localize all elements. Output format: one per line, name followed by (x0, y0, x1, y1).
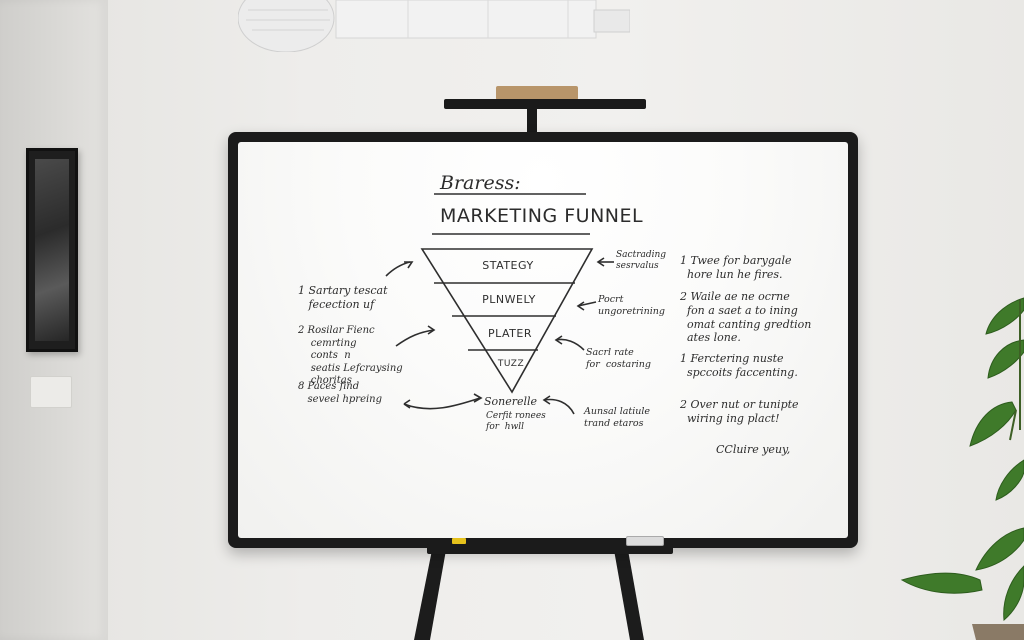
marker-tray (427, 544, 673, 554)
wall-photo-frame (26, 148, 78, 352)
funnel-stage-3: PLATER (488, 327, 532, 340)
right-note-1: Sactrading sesrvalus (616, 250, 667, 272)
right-note-4: Aunsal latiule trand etaros (584, 406, 651, 429)
left-note-2: 2 Rosilar Fienc cemrting conts n seatis … (298, 325, 403, 386)
right-note-3: Sacrl rate for costaring (586, 347, 651, 370)
left-note-1: 1 Sartary tescat fecection uf (298, 284, 388, 311)
board-heading: Braress: (440, 172, 521, 194)
far-right-note-4: 2 Over nut or tunipte wiring ing plact! (680, 398, 799, 425)
board-title: MARKETING FUNNEL (440, 205, 644, 227)
board-lamp (444, 99, 646, 109)
yellow-marker (452, 538, 466, 544)
board-eraser (626, 536, 664, 546)
signature: CCluire yeuy, (716, 443, 791, 456)
wall-photo (35, 159, 69, 341)
funnel-stage-4: TUZZ (497, 359, 525, 369)
right-note-2: Pocrt ungoretrining (598, 294, 665, 317)
light-switch-plate (30, 376, 72, 408)
lamp-mount (496, 86, 578, 100)
funnel-stage-2: PLNWELY (482, 293, 536, 306)
lamp-stem (527, 108, 537, 136)
far-right-note-1: 1 Twee for barygale hore lun he fires. (680, 254, 792, 281)
funnel-stage-1: STATEGY (482, 259, 534, 272)
ceiling-duct (238, 0, 630, 52)
whiteboard (238, 142, 848, 538)
far-right-note-3: 1 Ferctering nuste spccoits faccenting. (680, 352, 798, 379)
far-right-note-2: 2 Waile ae ne ocrne fon a saet a to inin… (680, 290, 812, 345)
left-note-3: 8 Paces find seveel hpreing (298, 381, 383, 405)
funnel-bottom-note: Cerfit ronees for hwll (486, 411, 546, 433)
funnel-bottom-label: Sonerelle (484, 395, 538, 408)
